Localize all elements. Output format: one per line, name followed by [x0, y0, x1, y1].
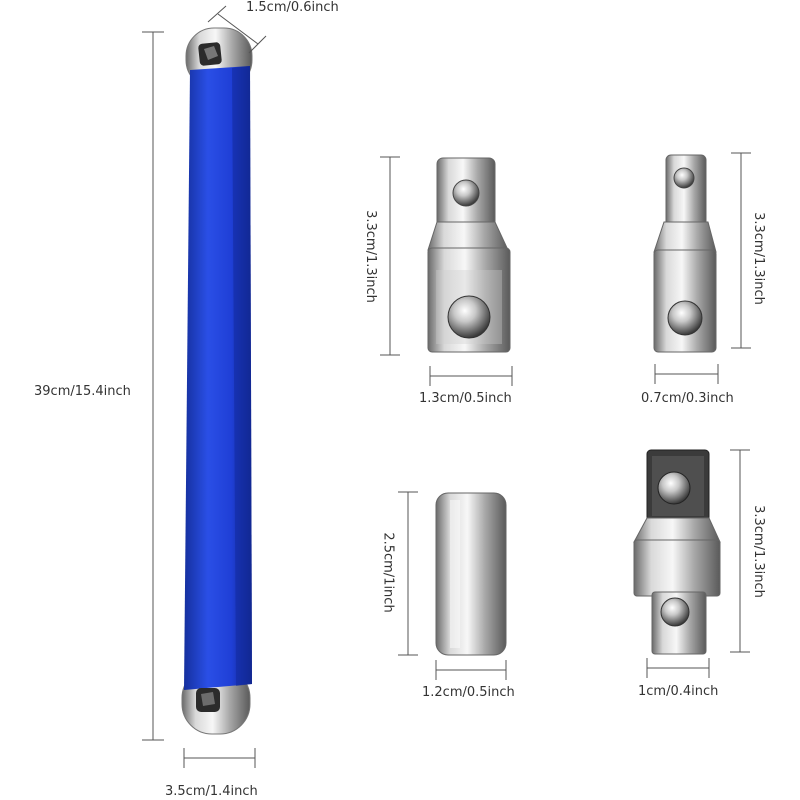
- socket-coupler: [435, 492, 507, 656]
- adapter2-height-label: 3.3cm/1.3inch: [750, 212, 766, 305]
- adapter3-height-label: 3.3cm/1.3inch: [750, 505, 766, 598]
- socket-adapter-reducer: [633, 449, 721, 655]
- detent-ball: [660, 597, 690, 627]
- adapter3-width-label: 1cm/0.4inch: [638, 684, 719, 699]
- detent-ball: [657, 471, 691, 505]
- detent-ball: [447, 295, 491, 339]
- adapter1-width-label: 1.3cm/0.5inch: [419, 391, 512, 406]
- dimension-lines: [142, 5, 751, 768]
- socket-width-label: 1.2cm/0.5inch: [422, 685, 515, 700]
- wrench-head-width-label: 1.5cm/0.6inch: [246, 0, 339, 15]
- detent-ball: [667, 300, 703, 336]
- detent-ball: [673, 167, 695, 189]
- socket-height-label: 2.5cm/1inch: [380, 532, 396, 613]
- extension-wrench: [181, 27, 253, 735]
- socket-adapter-large: [427, 157, 511, 353]
- socket-adapter-small: [653, 154, 717, 353]
- adapter1-height-label: 3.3cm/1.3inch: [362, 210, 378, 303]
- detent-ball: [452, 179, 480, 207]
- wrench-length-label: 39cm/15.4inch: [34, 384, 131, 399]
- wrench-width-label: 3.5cm/1.4inch: [165, 784, 258, 799]
- adapter2-width-label: 0.7cm/0.3inch: [641, 391, 734, 406]
